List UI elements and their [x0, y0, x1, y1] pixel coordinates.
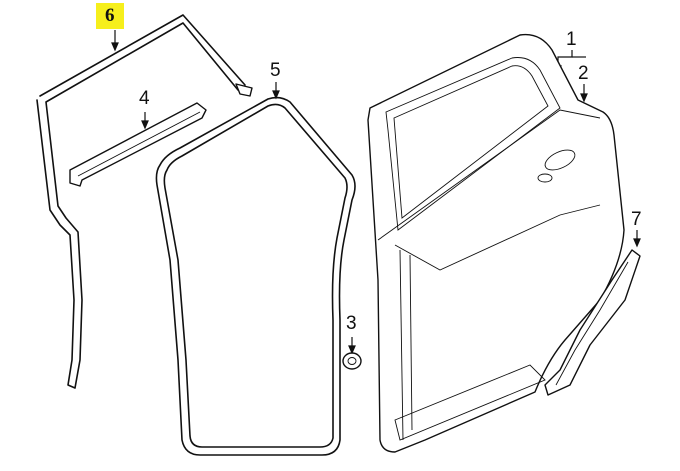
callout-3[interactable]: 3 [346, 313, 357, 334]
callout-7[interactable]: 7 [631, 209, 642, 230]
callout-5[interactable]: 5 [270, 60, 281, 81]
callout-1[interactable]: 1 [566, 29, 577, 50]
part-3-grommet[interactable] [342, 352, 362, 370]
callout-6[interactable]: 6 [96, 3, 124, 29]
part-7-moulding[interactable] [544, 249, 641, 396]
callout-4[interactable]: 4 [139, 88, 150, 109]
callout-2[interactable]: 2 [578, 63, 589, 84]
part-6-run-channel[interactable] [36, 14, 253, 389]
part-5-door-seal[interactable] [155, 96, 356, 456]
part-1-2-door-shell[interactable] [367, 33, 625, 453]
part-4-belt-strip[interactable] [69, 102, 207, 187]
